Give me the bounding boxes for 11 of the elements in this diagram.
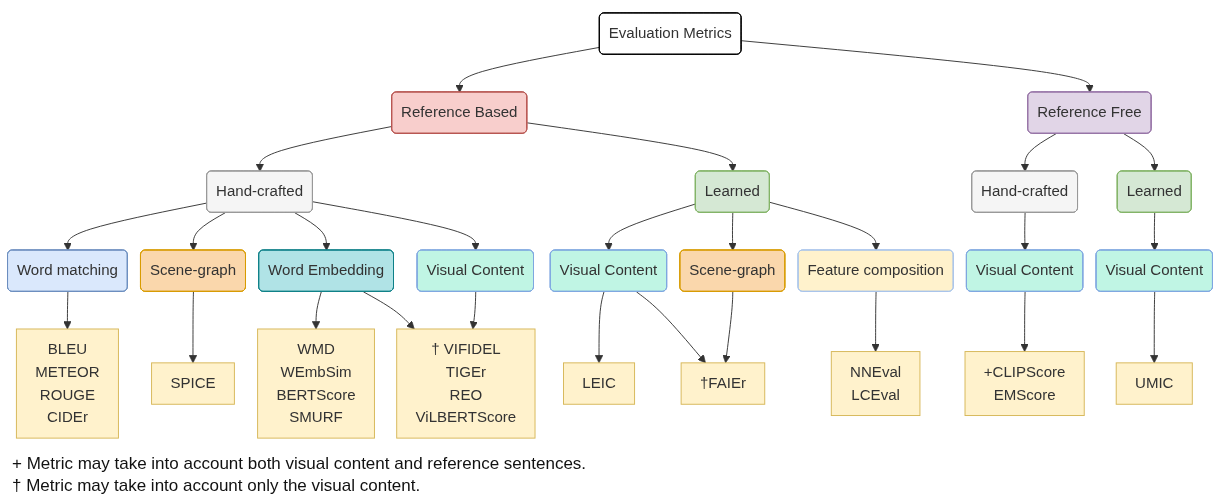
node-box: SPICE	[151, 362, 235, 405]
node-box: WMD WEmbSim BERTScore SMURF	[257, 328, 375, 439]
node-box: †FAIEr	[680, 362, 766, 405]
footnote: + Metric may take into account both visual content and reference sentences.	[12, 453, 587, 475]
node-box: BLEU METEOR ROUGE CIDEr	[15, 328, 119, 439]
node-box: † VIFIDEL TIGEr REO ViLBERTScore	[396, 328, 536, 439]
node-box: UMIC	[1115, 362, 1193, 405]
node-box: LEIC	[563, 362, 636, 405]
node-box: +CLIPScore EMScore	[964, 351, 1085, 416]
node-box: NNEval LCEval	[830, 351, 921, 416]
footnote: † Metric may take into account only the visual content.	[12, 475, 421, 497]
